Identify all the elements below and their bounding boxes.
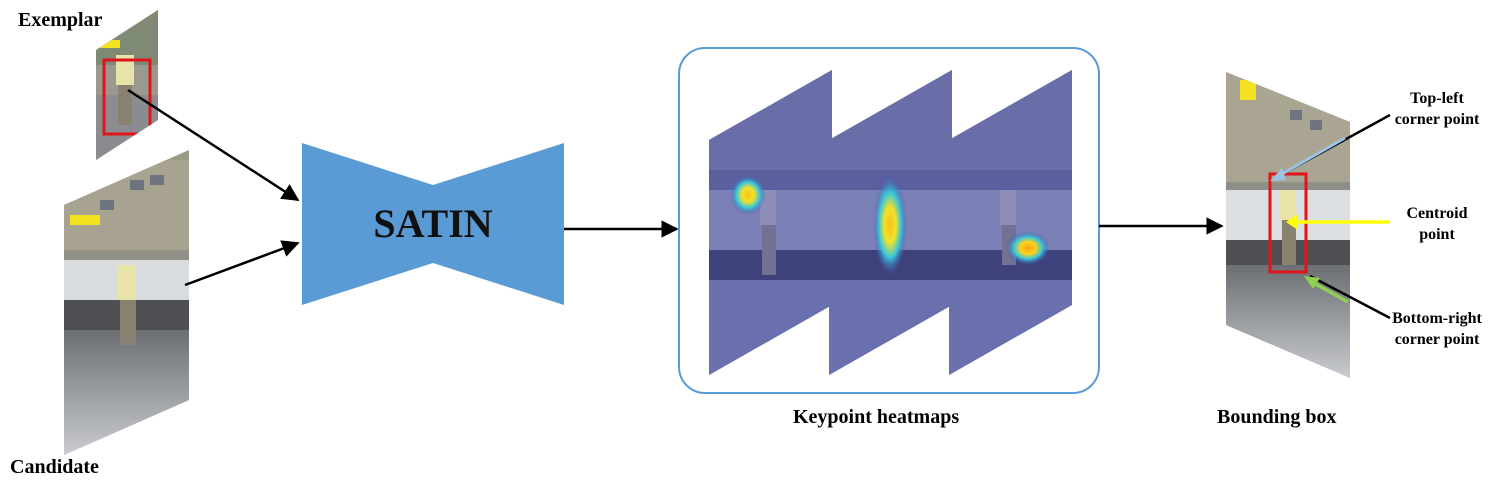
exemplar-label: Exemplar [18, 9, 103, 31]
bounding-box-caption: Bounding box [1217, 406, 1337, 428]
centroid-arrowhead [1286, 214, 1298, 230]
top-left-arrowhead [1270, 168, 1286, 181]
candidate-image [64, 150, 189, 455]
top-left-corner-label: Top-left corner point [1378, 88, 1496, 130]
centroid-label-line2: point [1419, 226, 1455, 243]
candidate-arrow [184, 240, 300, 287]
bottom-right-arrowhead [1304, 276, 1320, 289]
centroid-label: Centroid point [1378, 203, 1496, 245]
exemplar-image [96, 10, 158, 160]
top-left-corner-label-line2: corner point [1394, 111, 1480, 128]
bottom-right-corner-label-line2: corner point [1394, 331, 1480, 348]
bottom-right-leader-line [1309, 274, 1391, 320]
bottom-right-corner-label: Bottom-right corner point [1372, 308, 1502, 350]
top-left-arrow [1274, 136, 1346, 180]
top-left-corner-label-line1: Top-left [1410, 90, 1464, 107]
exemplar-arrow [127, 88, 300, 202]
bottom-right-arrow [1311, 280, 1349, 304]
satin-network-shape [302, 143, 564, 305]
candidate-label: Candidate [10, 456, 99, 478]
bounding-box-image [1226, 72, 1350, 378]
heatmaps-caption: Keypoint heatmaps [793, 406, 960, 428]
centroid-label-line1: Centroid [1406, 205, 1468, 222]
bottom-right-corner-label-line1: Bottom-right [1392, 310, 1482, 327]
heatmap-centroid [829, 70, 952, 375]
satin-label: SATIN [373, 201, 492, 246]
